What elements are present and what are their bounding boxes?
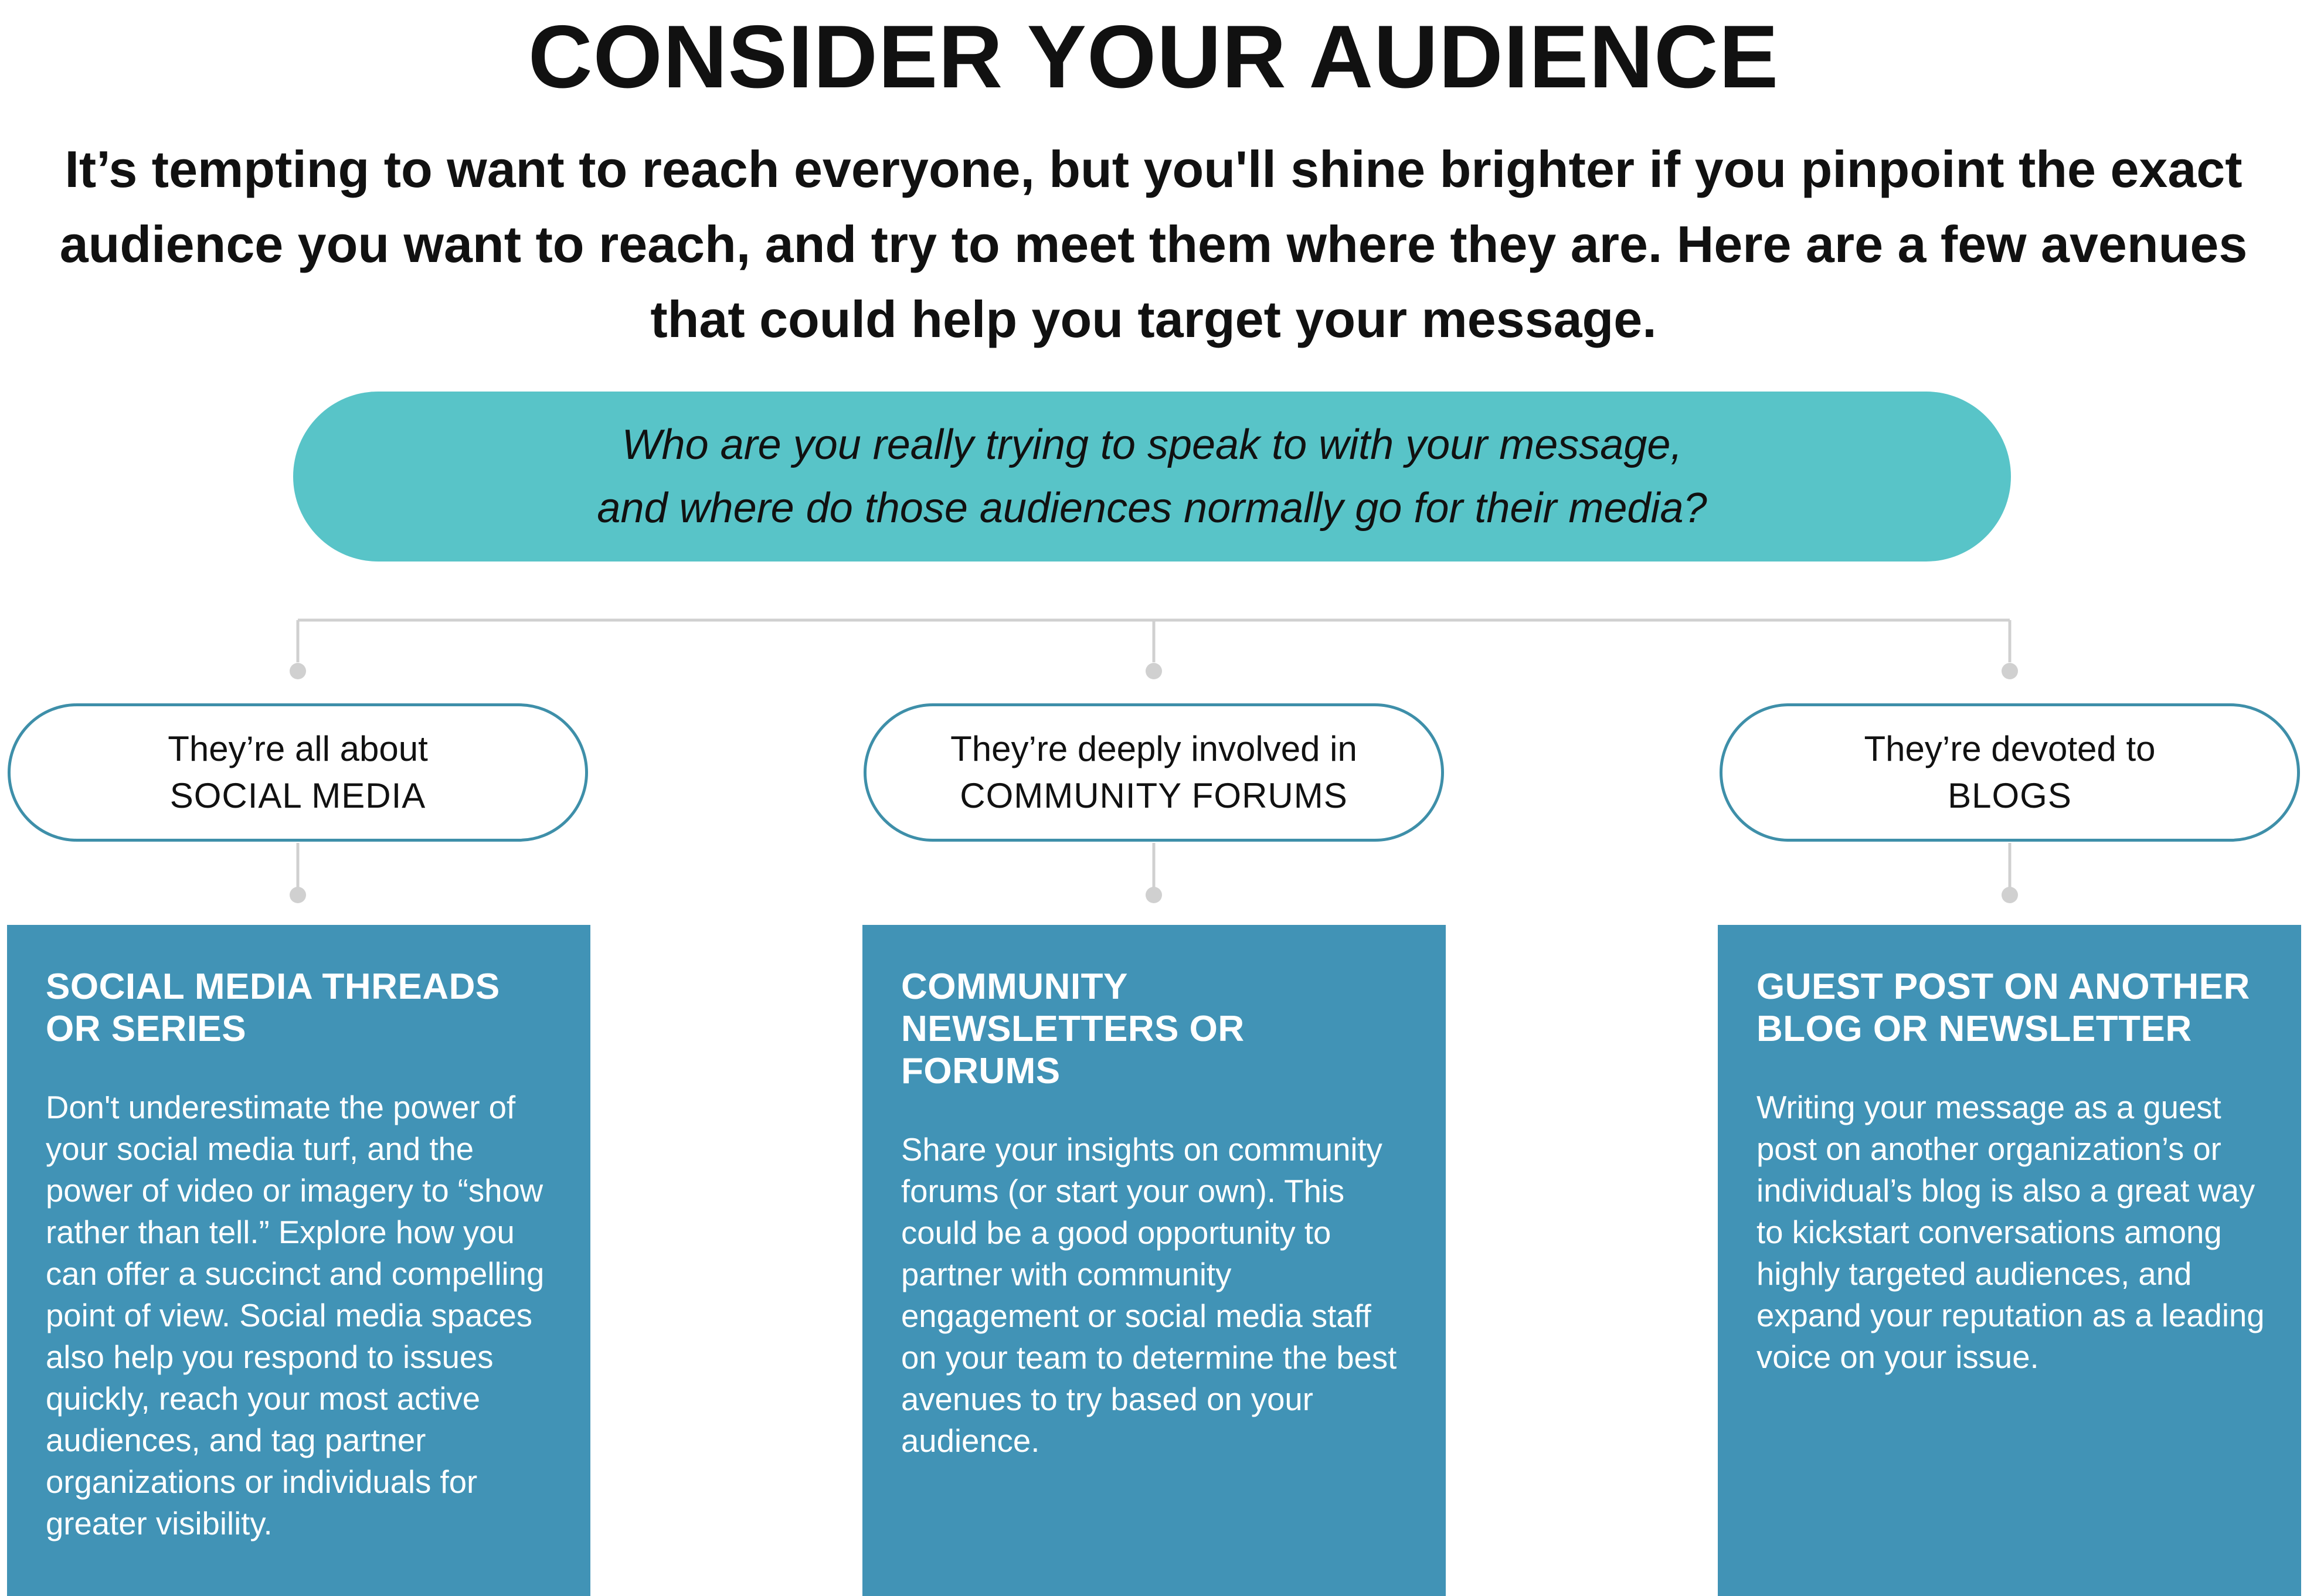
connector-dot-5 <box>1146 887 1162 903</box>
card-body: Don't underestimate the power of your so… <box>46 1090 545 1541</box>
audience-pill-social-media: They’re all about SOCIAL MEDIA <box>8 703 588 842</box>
connector-dot-1 <box>290 663 306 679</box>
card-title: GUEST POST ON ANOTHER BLOG OR NEWSLETTER <box>1756 967 2250 1049</box>
connector-dot-4 <box>290 887 306 903</box>
audience-pill-topic: BLOGS <box>1948 776 2072 815</box>
question-line-1: Who are you really trying to speak to wi… <box>621 421 1683 468</box>
card-social-media: SOCIAL MEDIA THREADS OR SERIES Don't und… <box>7 925 590 1596</box>
question-pill: Who are you really trying to speak to wi… <box>293 392 2011 562</box>
card-title: COMMUNITY NEWSLETTERS OR FORUMS <box>901 967 1245 1091</box>
card-community-forums: COMMUNITY NEWSLETTERS OR FORUMS Share yo… <box>862 925 1446 1596</box>
connector-dot-3 <box>2002 663 2018 679</box>
audience-pill-topic: SOCIAL MEDIA <box>169 776 426 815</box>
audience-pill-lead: They’re devoted to <box>1864 729 2156 768</box>
audience-pill-lead: They’re deeply involved in <box>950 729 1357 768</box>
intro-paragraph: It’s tempting to want to reach everyone,… <box>59 140 2248 348</box>
page-title: CONSIDER YOUR AUDIENCE <box>528 7 1779 107</box>
audience-pill-blogs: They’re devoted to BLOGS <box>1720 703 2300 842</box>
card-title: SOCIAL MEDIA THREADS OR SERIES <box>46 967 500 1049</box>
audience-pill-community-forums: They’re deeply involved in COMMUNITY FOR… <box>864 703 1444 842</box>
connector-dot-2 <box>1146 663 1162 679</box>
card-body: Writing your message as a guest post on … <box>1756 1090 2265 1375</box>
card-blogs: GUEST POST ON ANOTHER BLOG OR NEWSLETTER… <box>1718 925 2301 1596</box>
audience-pill-lead: They’re all about <box>168 729 428 768</box>
connector-dot-6 <box>2002 887 2018 903</box>
audience-pill-topic: COMMUNITY FORUMS <box>960 776 1348 815</box>
question-line-2: and where do those audiences normally go… <box>597 485 1707 532</box>
card-body: Share your insights on community forums … <box>901 1132 1397 1459</box>
